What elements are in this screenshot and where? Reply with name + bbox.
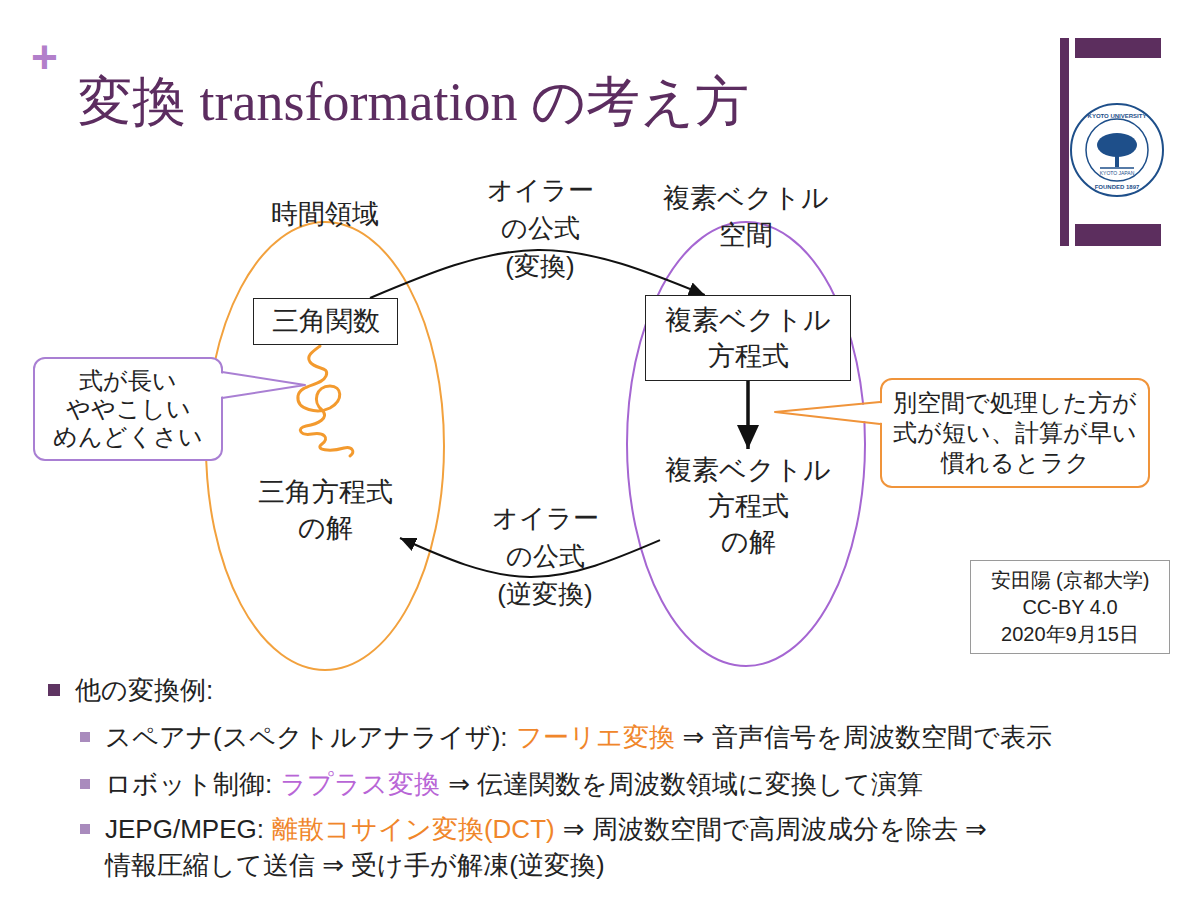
result-text-node: 複素ベクトル 方程式 の解 <box>660 449 836 563</box>
bullet-text: ⇒ 周波数空間で高周波成分を除去 ⇒ 情報圧縮して送信 ⇒ 受け手が解凍(逆変換… <box>105 814 987 880</box>
process-box: 複素ベクトル 方程式 <box>645 295 851 381</box>
slide-title: 変換 transformation の考え方 <box>78 70 749 134</box>
arrow-connector <box>400 538 660 577</box>
credit-box: 安田陽 (京都大学) CC-BY 4.0 2020年9月15日 <box>970 560 1170 654</box>
domain-ellipse: 複素ベクトル 空間複素ベクトル 方程式複素ベクトル 方程式 の解 <box>626 176 866 668</box>
sub-bullet-square <box>80 779 90 789</box>
bullet-text: JEPG/MPEG: <box>105 814 264 844</box>
callout-pointer <box>775 402 880 424</box>
logo-tree-trunk <box>1115 152 1119 167</box>
text-holder: 別空間で処理した方が 式が短い、計算が早い 慣れるとラク <box>882 380 1148 486</box>
scribble-illustration <box>298 346 353 456</box>
node-text: 別空間で処理した方が 式が短い、計算が早い 慣れるとラク <box>882 388 1148 478</box>
callout-box: 別空間で処理した方が 式が短い、計算が早い 慣れるとラク <box>880 378 1150 488</box>
node-text: 複素ベクトル 方程式 <box>646 302 850 374</box>
bullet-text: ロボット制御: <box>105 769 272 799</box>
text-holder: 三角関数 <box>254 299 397 344</box>
text-holder: 三角方程式 の解 <box>250 470 400 550</box>
domain-ellipse: 時間領域三角関数三角方程式 の解 <box>205 190 445 672</box>
accent-block <box>1075 224 1161 246</box>
text-holder: 時間領域 <box>205 196 445 233</box>
logo-ground <box>1100 167 1134 169</box>
accent-block <box>1075 38 1161 58</box>
bullet-line: スペアナ(スペクトルアナライザ): フーリエ変換 ⇒ 音声信号を周波数空間で表示 <box>105 719 1155 755</box>
process-box: 三角関数 <box>253 298 398 345</box>
callout-pointer-fill <box>219 373 305 397</box>
highlight-term: 離散コサイン変換(DCT) <box>272 814 555 844</box>
arrow-connector <box>370 250 705 298</box>
text-holder: 安田陽 (京都大学) CC-BY 4.0 2020年9月15日 <box>971 561 1169 653</box>
sub-bullet-square <box>80 732 90 742</box>
bullet-text: ⇒ 伝達関数を周波数領域に変換して演算 <box>448 769 923 799</box>
ellipse-outline <box>206 222 444 670</box>
bullet-line: ロボット制御: ラプラス変換 ⇒ 伝達関数を周波数領域に変換して演算 <box>105 766 1155 802</box>
text-holder: 式が長い ややこしい めんどくさい <box>35 359 221 459</box>
connector-group <box>370 250 748 577</box>
highlight-term: フーリエ変換 <box>516 722 675 752</box>
logo-inner-ring <box>1086 119 1148 181</box>
slide-plus-mark: + <box>31 34 71 80</box>
callout-box: 式が長い ややこしい めんどくさい <box>33 357 223 461</box>
edge-label: オイラー の公式 (変換) <box>440 171 640 285</box>
text-holder: 複素ベクトル 空間 <box>626 180 866 254</box>
node-text: 三角方程式 の解 <box>250 474 400 546</box>
callout-pointer-fill <box>775 403 883 423</box>
highlight-term: ラプラス変換 <box>280 769 440 799</box>
edge-label: オイラー の公式 (逆変換) <box>445 499 645 613</box>
text-holder: 複素ベクトル 方程式 の解 <box>660 449 836 563</box>
logo-text: KYOTO UNIVERSITY <box>1077 112 1157 120</box>
domain-heading: 複素ベクトル 空間 <box>626 180 866 254</box>
arrow-connector <box>746 381 750 449</box>
node-text: 安田陽 (京都大学) CC-BY 4.0 2020年9月15日 <box>974 567 1166 648</box>
domain-heading: 時間領域 <box>205 196 445 233</box>
node-text: 三角関数 <box>254 303 397 340</box>
bullet-line: JEPG/MPEG: 離散コサイン変換(DCT)⇒ 周波数空間で高周波成分を除去 … <box>105 811 1155 883</box>
accent-bar <box>1060 38 1069 246</box>
logo-text: KYOTO JAPAN <box>1087 170 1147 176</box>
ellipse-outline <box>627 222 865 666</box>
logo-ring <box>1071 104 1163 196</box>
bullet-text: 他の変換例: <box>75 675 213 705</box>
node-text: 式が長い ややこしい めんどくさい <box>35 367 221 451</box>
text-holder: 複素ベクトル 方程式 <box>646 296 850 380</box>
node-text: 複素ベクトル 方程式 の解 <box>660 452 836 560</box>
sub-bullet-square <box>80 824 90 834</box>
bullet-line: 他の変換例: <box>75 672 1155 708</box>
bullet-text: スペアナ(スペクトルアナライザ): <box>105 722 508 752</box>
callout-pointer <box>222 372 305 398</box>
result-text-node: 三角方程式 の解 <box>250 470 400 550</box>
bullet-square <box>48 684 60 696</box>
ellipse-shape <box>205 190 445 672</box>
bullet-text: ⇒ 音声信号を周波数空間で表示 <box>683 722 1052 752</box>
logo-text: FOUNDED 1897 <box>1077 183 1157 191</box>
